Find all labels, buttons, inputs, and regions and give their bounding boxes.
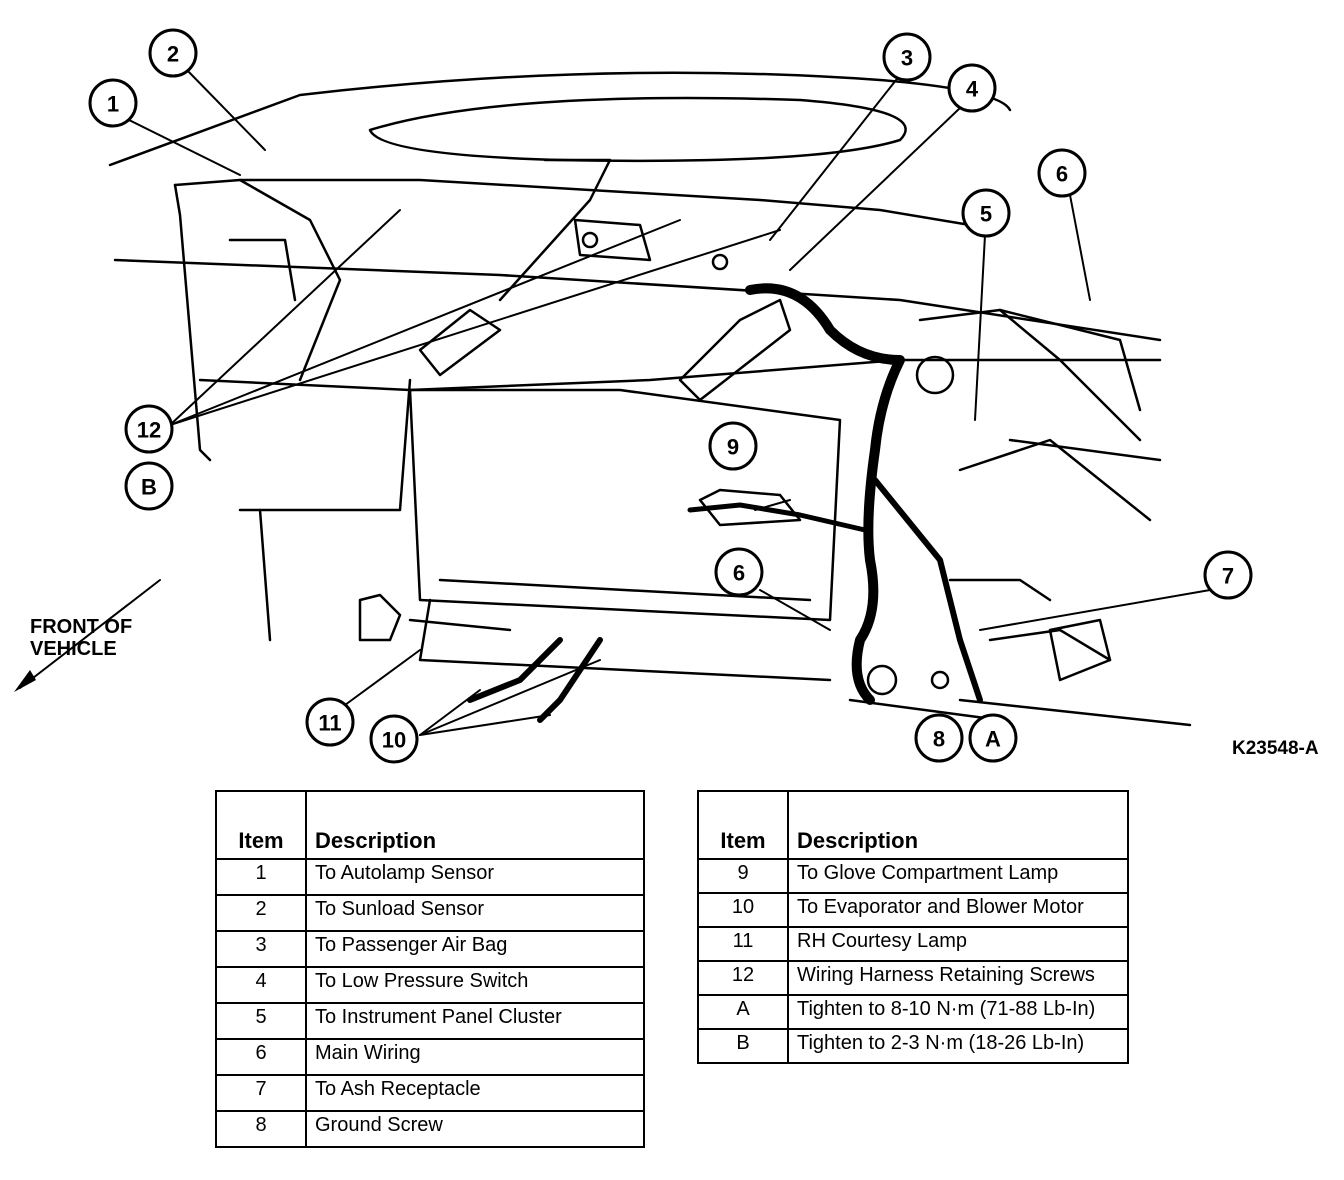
description-cell: To Passenger Air Bag — [305, 930, 645, 968]
item-cell: 12 — [697, 960, 789, 996]
callout-4-label: 4 — [966, 77, 979, 102]
item-cell: A — [697, 994, 789, 1030]
callout-3 — [882, 32, 932, 82]
front-label-line-2: VEHICLE — [30, 638, 117, 660]
callout-A-label: A — [985, 727, 1001, 752]
callout-B — [124, 461, 174, 511]
callout-5-label: 5 — [980, 202, 992, 227]
description-cell: Main Wiring — [305, 1038, 645, 1076]
glove-box-opening — [408, 388, 842, 622]
item-cell: 4 — [215, 966, 307, 1004]
callout-B-label: B — [141, 475, 157, 500]
callout-6-bottom-label: 6 — [733, 561, 745, 586]
main-wiring — [745, 283, 905, 705]
item-cell: 1 — [215, 858, 307, 896]
description-cell: Wiring Harness Retaining Screws — [787, 960, 1129, 996]
description-cell: Ground Screw — [305, 1110, 645, 1148]
description-cell: To Instrument Panel Cluster — [305, 1002, 645, 1040]
legend-right-header-description: Description — [787, 790, 1129, 860]
description-cell: To Autolamp Sensor — [305, 858, 645, 896]
callout-6-top-label: 6 — [1056, 162, 1068, 187]
legend-right-header-item: Item — [697, 790, 789, 860]
description-cell: Tighten to 2-3 N·m (18-26 Lb-In) — [787, 1028, 1129, 1064]
figure-code: K23548-A — [1232, 738, 1319, 759]
front-label-line-1: FRONT OF — [30, 616, 133, 638]
item-cell: 10 — [697, 892, 789, 928]
callout-2 — [148, 28, 198, 78]
callout-6-top — [1037, 148, 1087, 198]
cowl-outline — [108, 71, 1012, 167]
callout-12 — [124, 404, 174, 454]
description-cell: To Glove Compartment Lamp — [787, 858, 1129, 894]
callout-5 — [961, 188, 1011, 238]
front-of-vehicle-label: FRONT OF VEHICLE — [30, 616, 132, 660]
item-cell: 3 — [215, 930, 307, 968]
item-cell: 8 — [215, 1110, 307, 1148]
callout-7-label: 7 — [1222, 564, 1234, 589]
item-cell: 5 — [215, 1002, 307, 1040]
description-cell: Tighten to 8-10 N·m (71-88 Lb-In) — [787, 994, 1129, 1030]
dash-front-panel — [173, 183, 212, 462]
callout-8 — [914, 713, 964, 763]
item-cell: 2 — [215, 894, 307, 932]
callout-12-label: 12 — [137, 418, 161, 443]
description-cell: RH Courtesy Lamp — [787, 926, 1129, 962]
callout-3-label: 3 — [901, 46, 913, 71]
callout-1 — [88, 78, 138, 128]
callout-9 — [708, 421, 758, 471]
callout-1-label: 1 — [107, 92, 119, 117]
front-arrow — [19, 579, 161, 689]
legend-left-header-item: Item — [215, 790, 307, 860]
item-cell: 9 — [697, 858, 789, 894]
callout-11-label: 11 — [318, 711, 341, 736]
legend-left-header-description: Description — [305, 790, 645, 860]
callout-10 — [369, 714, 419, 764]
defroster-ellipse — [368, 96, 907, 163]
wiring-diagram: 1 2 3 4 5 6 6 7 8 9 10 11 12 A B — [14, 28, 1253, 764]
callout-4 — [947, 63, 997, 113]
callout-9-label: 9 — [727, 435, 739, 460]
callout-8-label: 8 — [933, 727, 945, 752]
description-cell: To Low Pressure Switch — [305, 966, 645, 1004]
item-cell: 6 — [215, 1038, 307, 1076]
item-cell: 7 — [215, 1074, 307, 1112]
callout-10-label: 10 — [382, 728, 406, 753]
callout-A — [968, 713, 1018, 763]
item-cell: B — [697, 1028, 789, 1064]
item-cell: 11 — [697, 926, 789, 962]
description-cell: To Evaporator and Blower Motor — [787, 892, 1129, 928]
callout-11 — [305, 697, 355, 747]
description-cell: To Ash Receptacle — [305, 1074, 645, 1112]
callout-6-bottom — [714, 547, 764, 597]
callout-7 — [1203, 550, 1253, 600]
callout-2-label: 2 — [167, 42, 179, 67]
description-cell: To Sunload Sensor — [305, 894, 645, 932]
